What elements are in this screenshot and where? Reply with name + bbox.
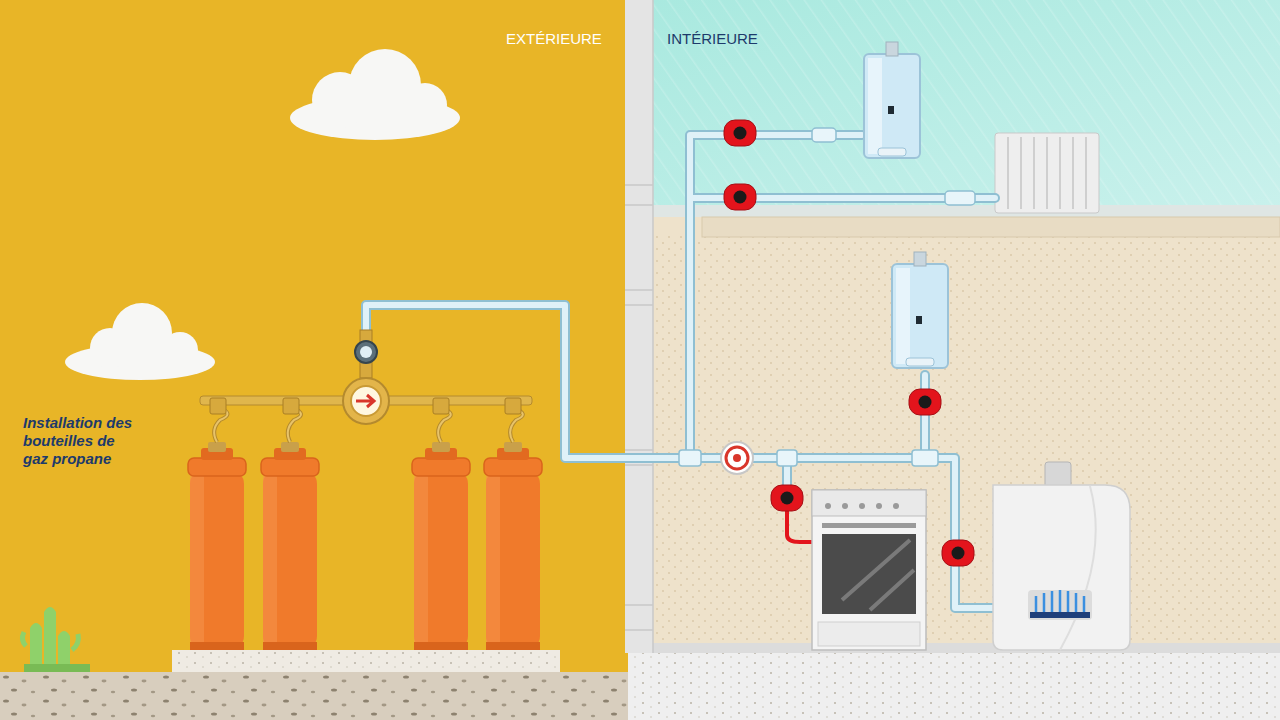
stove <box>812 490 926 650</box>
propane-cylinder <box>412 442 470 650</box>
label-holder: Installation des bouteilles de gaz propa… <box>23 414 133 468</box>
lower-room <box>652 205 1280 650</box>
soil <box>0 672 628 720</box>
propane-cylinder <box>484 442 542 650</box>
slab <box>172 650 560 672</box>
zone-label: EXTÉRIEURE <box>506 30 602 48</box>
slab-texture <box>172 650 560 672</box>
label-holder: EXTÉRIEURE <box>506 30 602 48</box>
shutoff-valve <box>942 540 974 566</box>
shutoff-valve <box>909 389 941 415</box>
floor <box>628 653 1280 720</box>
shutoff-valve <box>724 184 756 210</box>
upper-room <box>652 0 1280 210</box>
caption-label: Installation des bouteilles de gaz propa… <box>23 414 133 468</box>
propane-cylinder <box>261 442 319 650</box>
manifold <box>200 330 532 424</box>
water-heater <box>892 252 948 368</box>
boiler <box>993 462 1130 650</box>
label-holder: INTÉRIEURE <box>667 30 758 48</box>
cloud <box>65 303 215 380</box>
main-valve <box>721 442 753 474</box>
propane-cylinder <box>188 442 246 650</box>
plant <box>22 607 90 672</box>
water-heater <box>864 42 920 158</box>
wall-joints <box>625 0 653 653</box>
pipe-fittings <box>679 128 975 466</box>
zone-label: INTÉRIEURE <box>667 30 758 48</box>
cloud <box>290 49 460 140</box>
lower-room-texture <box>652 235 1280 650</box>
floor-texture <box>628 653 1280 720</box>
radiator <box>995 133 1099 213</box>
shutoff-valve <box>724 120 756 146</box>
beam <box>702 217 1280 237</box>
upper-room-texture <box>652 0 1280 210</box>
wall <box>625 0 653 653</box>
exterior-ground <box>0 0 628 720</box>
shutoff-valve <box>771 485 803 511</box>
skirting <box>652 643 1280 653</box>
soil-texture <box>0 672 628 720</box>
